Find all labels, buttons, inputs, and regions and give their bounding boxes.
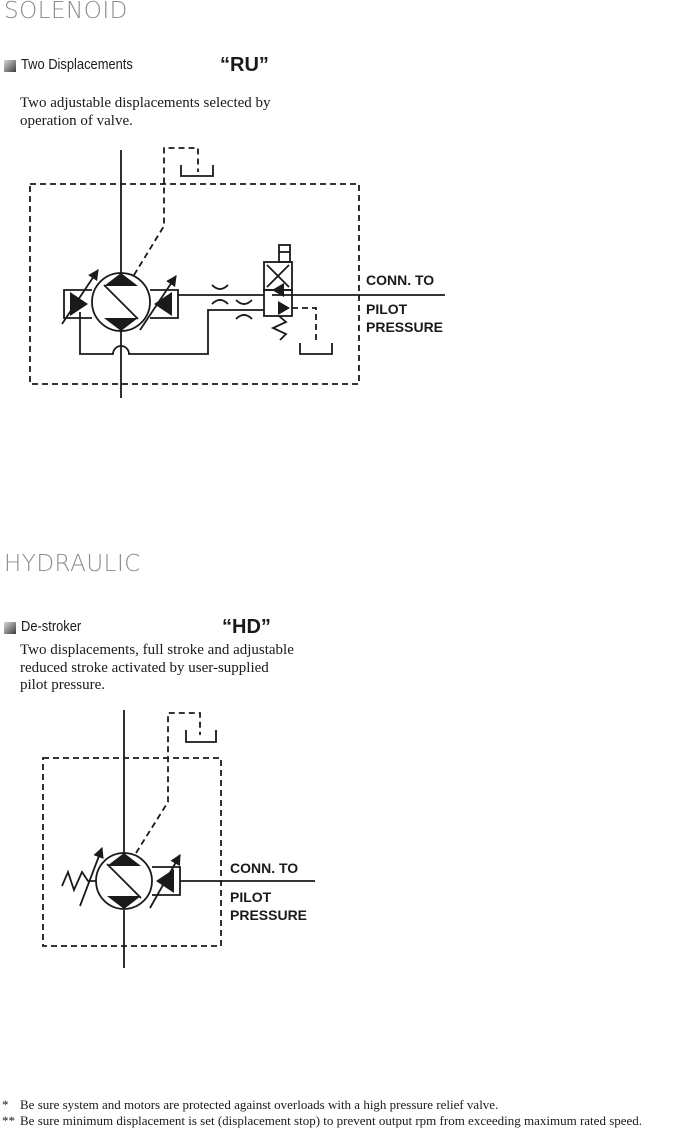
option-code: “HD” (222, 616, 271, 638)
footnote-text: Be sure minimum displacement is set (dis… (20, 1113, 643, 1128)
bullet-square-icon (4, 60, 16, 72)
option-code: “RU” (220, 54, 269, 76)
label-pressure: PRESSURE (230, 907, 307, 923)
hydraulic-schematic: CONN. TO PILOT PRESSURE (42, 710, 315, 968)
footnote-1: * Be sure system and motors are protected… (2, 1097, 498, 1113)
label-conn-to: CONN. TO (230, 860, 298, 876)
solenoid-schematic: CONN. TO PILOT PRESSURE (29, 147, 445, 398)
label-pilot: PILOT (366, 301, 408, 317)
option-description: Two displacements, full stroke and adjus… (20, 642, 294, 693)
section-heading-hydraulic: HYDRAULIC (4, 551, 141, 577)
option-row-ru: Two Displacements “RU” (4, 54, 304, 78)
footnote-mark: * (2, 1097, 9, 1112)
footnote-2: ** Be sure minimum displacement is set (d… (2, 1113, 642, 1129)
housing-boundary (42, 757, 222, 947)
label-pressure: PRESSURE (366, 319, 443, 335)
option-description: Two adjustable displacements selected by… (20, 95, 271, 129)
option-title: De-stroker (21, 618, 82, 635)
footnote-mark: ** (2, 1113, 15, 1128)
label-conn-to: CONN. TO (366, 272, 434, 288)
option-row-hd: De-stroker “HD” (4, 616, 304, 640)
housing-boundary (29, 183, 360, 385)
footnote-text: Be sure system and motors are protected … (20, 1097, 499, 1112)
bullet-square-icon (4, 622, 16, 634)
label-pilot: PILOT (230, 889, 272, 905)
option-title: Two Displacements (21, 56, 133, 73)
section-heading-solenoid: SOLENOID (4, 0, 128, 24)
